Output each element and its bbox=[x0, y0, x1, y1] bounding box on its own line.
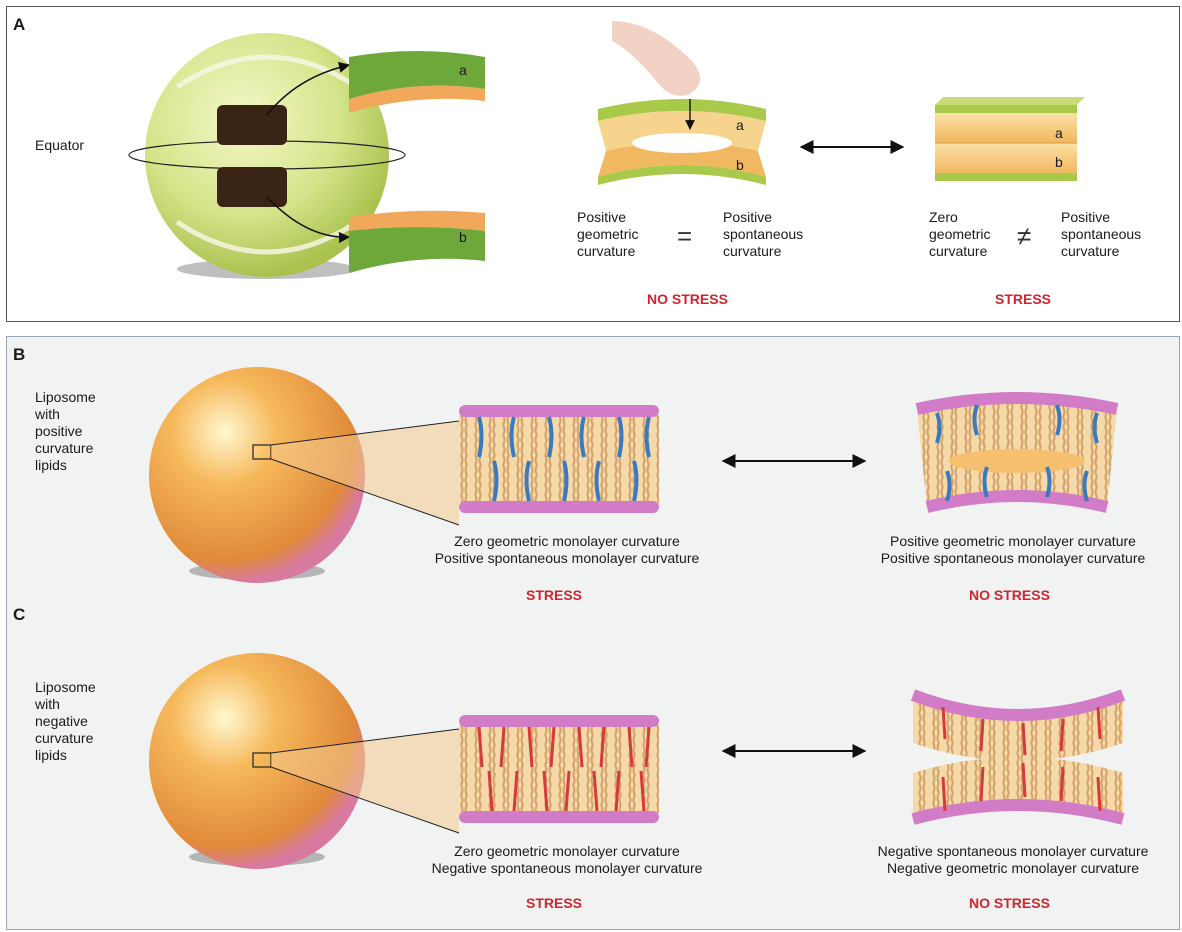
sliced-ball-illustration bbox=[117, 17, 497, 287]
flat-layer-a: a bbox=[1055, 125, 1063, 142]
bilayer-curved-positive bbox=[907, 387, 1127, 527]
bilayer-flat-positive bbox=[459, 405, 669, 515]
curved-layer-a: a bbox=[736, 117, 744, 134]
flat-block-illustration bbox=[935, 97, 1085, 187]
panel-label-a: A bbox=[13, 15, 25, 35]
equator-label: Equator bbox=[35, 137, 84, 154]
double-arrow-c bbox=[719, 741, 869, 761]
panel-label-c: C bbox=[13, 605, 25, 625]
flat-layer-b: b bbox=[1055, 154, 1063, 171]
bilayer-flat-negative bbox=[459, 715, 669, 825]
double-arrow-b bbox=[719, 451, 869, 471]
panel-a: A Equator a b a b bbox=[6, 6, 1180, 322]
liposome-negative bbox=[139, 651, 479, 871]
caption-c-right: Negative spontaneous monolayer curvature… bbox=[843, 843, 1182, 877]
slice-a-label: a bbox=[459, 62, 467, 79]
status-no-stress-c: NO STRESS bbox=[969, 895, 1050, 911]
status-no-stress-b: NO STRESS bbox=[969, 587, 1050, 603]
status-stress-a: STRESS bbox=[995, 291, 1051, 307]
equals-symbol: = bbox=[677, 221, 692, 252]
status-stress-b: STRESS bbox=[526, 587, 582, 603]
curved-block-illustration bbox=[592, 21, 782, 191]
panel-label-b: B bbox=[13, 345, 25, 365]
curved-layer-b: b bbox=[736, 157, 744, 174]
slice-b-label: b bbox=[459, 229, 467, 246]
not-equal-symbol: ≠ bbox=[1017, 221, 1031, 252]
double-arrow-a bbox=[797, 137, 907, 157]
bilayer-curved-negative bbox=[903, 683, 1133, 833]
status-stress-c: STRESS bbox=[526, 895, 582, 911]
status-no-stress-a: NO STRESS bbox=[647, 291, 728, 307]
